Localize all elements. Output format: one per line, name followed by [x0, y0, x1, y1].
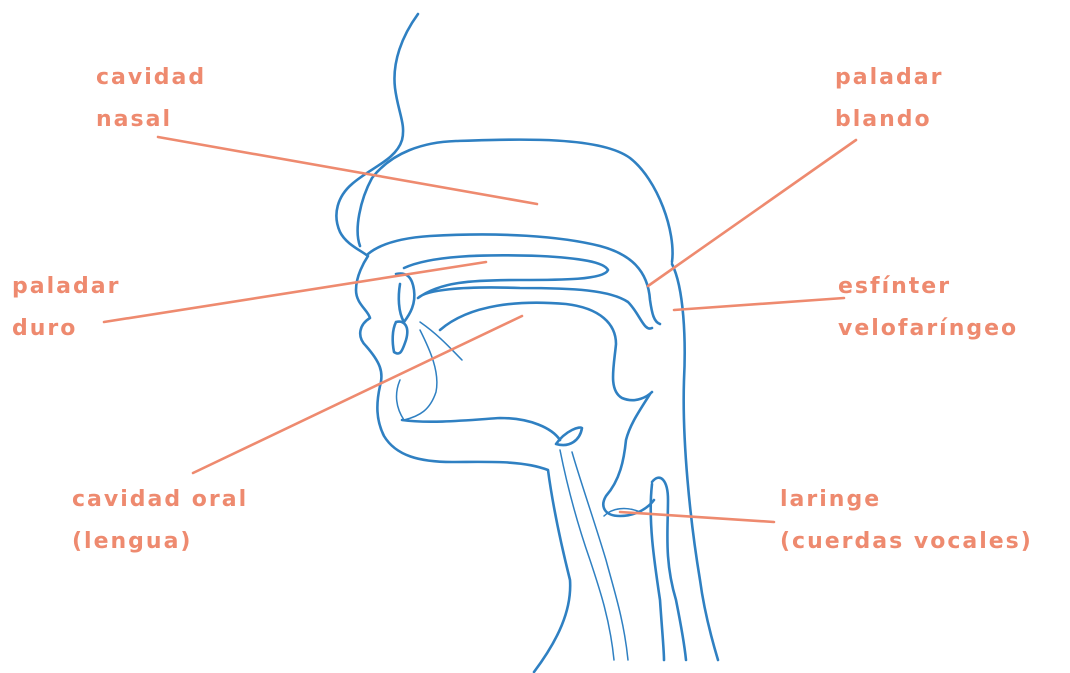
label-soft-palate: paladar blando	[835, 57, 943, 141]
label-oral-cavity-line2: (lengua)	[72, 521, 248, 563]
leader-velopharyngeal-sphincter	[674, 298, 844, 310]
label-nasal-cavity: cavidad nasal	[96, 57, 206, 141]
label-hard-palate: paladar duro	[12, 266, 120, 350]
label-oral-cavity-line1: cavidad oral	[72, 479, 248, 521]
label-velopharyngeal-sphincter-line2: velofaríngeo	[838, 308, 1018, 350]
leader-soft-palate	[648, 140, 856, 286]
label-velopharyngeal-sphincter-line1: esfínter	[838, 266, 1018, 308]
label-larynx-line1: laringe	[780, 479, 1033, 521]
label-velopharyngeal-sphincter: esfínter velofaríngeo	[838, 266, 1018, 350]
leader-oral-cavity	[193, 316, 522, 473]
label-hard-palate-line2: duro	[12, 308, 120, 350]
label-nasal-cavity-line1: cavidad	[96, 57, 206, 99]
label-nasal-cavity-line2: nasal	[96, 99, 206, 141]
label-larynx-line2: (cuerdas vocales)	[780, 521, 1033, 563]
label-oral-cavity: cavidad oral (lengua)	[72, 479, 248, 563]
leader-nasal-cavity	[158, 137, 537, 204]
label-hard-palate-line1: paladar	[12, 266, 120, 308]
leader-larynx	[620, 512, 774, 522]
label-larynx: laringe (cuerdas vocales)	[780, 479, 1033, 563]
label-soft-palate-line2: blando	[835, 99, 943, 141]
leader-hard-palate	[104, 262, 486, 322]
label-soft-palate-line1: paladar	[835, 57, 943, 99]
